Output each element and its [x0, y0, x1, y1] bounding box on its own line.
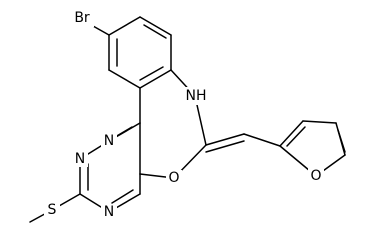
- atom-label-background: [72, 151, 88, 167]
- furan-oxygen-atom: O: [308, 168, 324, 184]
- amine-label: NH: [186, 88, 207, 104]
- sulfur-atom: S: [44, 202, 60, 218]
- atom-label-background: [101, 204, 117, 220]
- triazine-nitrogen-bottom: N: [101, 204, 117, 220]
- atom-label-background: [44, 202, 60, 218]
- atom-label-background: [166, 170, 182, 186]
- bond: [302, 120, 337, 124]
- atom-label-background: [70, 9, 94, 27]
- sulfur-label: S: [48, 202, 57, 218]
- bond: [143, 24, 167, 39]
- oxygen-label: O: [168, 170, 179, 186]
- bond: [111, 189, 134, 204]
- atom-label-background: [308, 168, 324, 184]
- ring-oxygen-atom: O: [166, 170, 182, 186]
- bromine-atom: Br: [70, 9, 94, 27]
- amine-group: NH: [184, 87, 208, 105]
- bond: [108, 69, 141, 89]
- oxygen-label: O: [310, 168, 321, 184]
- atom-label-background: [101, 133, 117, 149]
- bond: [205, 133, 245, 146]
- bond: [286, 126, 306, 147]
- nitrogen-label: N: [104, 204, 114, 220]
- bromine-label: Br: [74, 10, 90, 26]
- bond: [139, 16, 172, 36]
- bond-layer: [29, 16, 346, 223]
- nitrogen-label: N: [75, 151, 85, 167]
- bond: [108, 16, 141, 36]
- bond: [139, 66, 164, 81]
- triazine-nitrogen-left: N: [72, 151, 88, 167]
- bond: [139, 69, 172, 89]
- nitrogen-label: N: [104, 133, 114, 149]
- atom-label-layer: Br N N N NH O O S: [44, 9, 324, 220]
- bond: [92, 25, 110, 36]
- bond: [243, 133, 281, 147]
- triazine-nitrogen-top: N: [101, 133, 117, 149]
- bond: [337, 129, 346, 153]
- bond: [205, 140, 245, 153]
- bond: [279, 120, 304, 147]
- atom-label-background: [184, 87, 208, 105]
